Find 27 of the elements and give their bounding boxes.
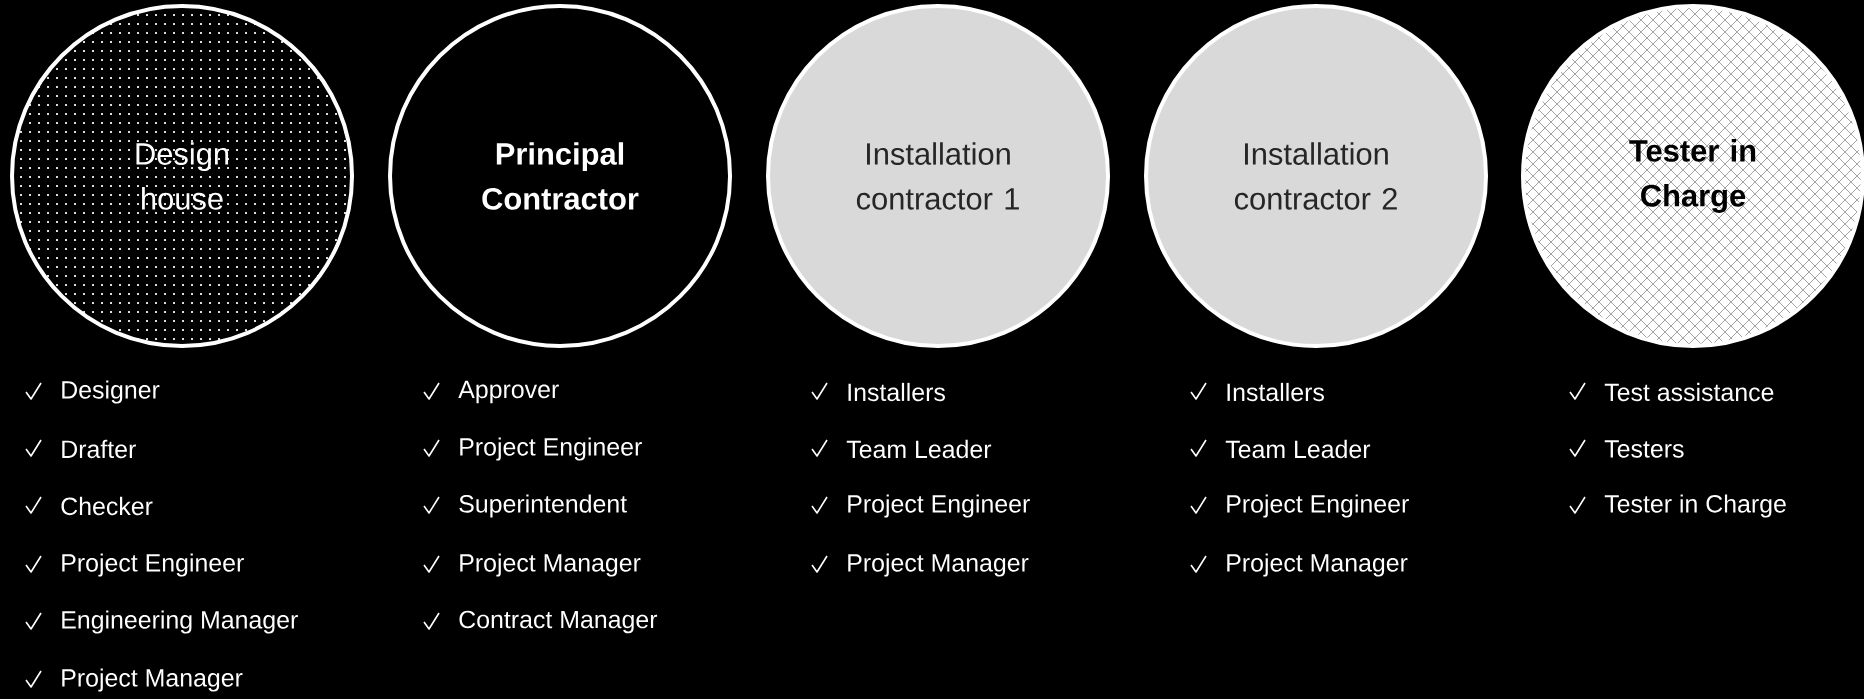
circle-node: Installation contractor 1 <box>766 4 1110 348</box>
list-item: Engineering Manager <box>62 610 298 634</box>
list-item: Tester in Charge <box>1604 494 1786 518</box>
list-item: Team Leader <box>1225 439 1371 459</box>
list-item: Testers <box>1604 440 1684 458</box>
list-item: Project Manager <box>1227 553 1408 577</box>
list-item: Project Engineer <box>848 494 1030 518</box>
list-item: Project Engineer <box>1227 494 1409 518</box>
list-item: Installers <box>848 382 945 402</box>
list-item: Checker <box>61 496 153 516</box>
list-item: Contract Manager <box>459 610 658 634</box>
list-item: Project Manager <box>848 553 1029 577</box>
circle-node: Tester in Charge <box>1521 4 1864 348</box>
list-item: Superintendent <box>459 494 627 518</box>
list-item: Project Engineer <box>460 437 642 461</box>
circle-node: Design house <box>10 4 354 348</box>
circle-node: Installation contractor 2 <box>1144 4 1488 348</box>
circle-node: Principal Contractor <box>388 4 732 348</box>
list-item: Project Manager <box>62 668 243 692</box>
list-item: Project Engineer <box>62 553 244 577</box>
list-item: Team Leader <box>846 439 992 459</box>
list-item: Test assistance <box>1604 382 1774 402</box>
list-item: Drafter <box>62 439 136 459</box>
list-item: Approver <box>458 380 559 404</box>
list-item: Designer <box>62 380 160 404</box>
list-item: Project Manager <box>460 553 641 577</box>
list-item: Installers <box>1227 382 1324 402</box>
